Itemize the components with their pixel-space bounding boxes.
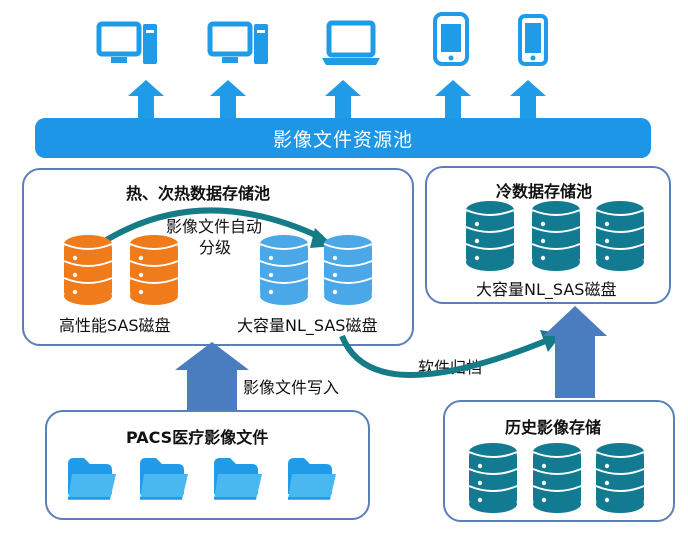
banner-text: 影像文件资源池 — [272, 128, 413, 151]
history-title: 历史影像存储 — [505, 418, 602, 437]
cold-disk-label: 大容量NL_SAS磁盘 — [476, 280, 617, 299]
folder-icons — [67, 457, 337, 501]
write-arrow — [175, 342, 249, 410]
phone-icon — [518, 14, 548, 66]
desktop-icon — [96, 21, 157, 64]
tablet-icon — [433, 12, 469, 66]
high-perf-disk-label: 高性能SAS磁盘 — [59, 316, 171, 335]
resource-pool-banner: 影像文件资源池 — [35, 118, 651, 158]
cold-pool-title: 冷数据存储池 — [496, 182, 593, 201]
pacs-title: PACS医疗影像文件 — [126, 428, 269, 447]
auto-tier-label-1: 影像文件自动 — [166, 217, 263, 236]
laptop-icon — [322, 20, 380, 65]
nl-sas-disk-label: 大容量NL_SAS磁盘 — [237, 316, 378, 335]
auto-tier-label-2: 分级 — [199, 238, 232, 257]
high-perf-disk-icons — [63, 234, 179, 306]
history-disk-icons — [468, 442, 645, 514]
archive-arrow — [339, 334, 550, 378]
hot-pool-title: 热、次热数据存储池 — [126, 184, 271, 203]
desktop-icon — [207, 21, 268, 64]
history-up-arrow — [543, 306, 607, 398]
auto-tier-arrow — [98, 207, 324, 247]
cold-disk-icons — [465, 200, 645, 272]
up-arrows — [128, 80, 546, 118]
write-label: 影像文件写入 — [243, 378, 340, 397]
